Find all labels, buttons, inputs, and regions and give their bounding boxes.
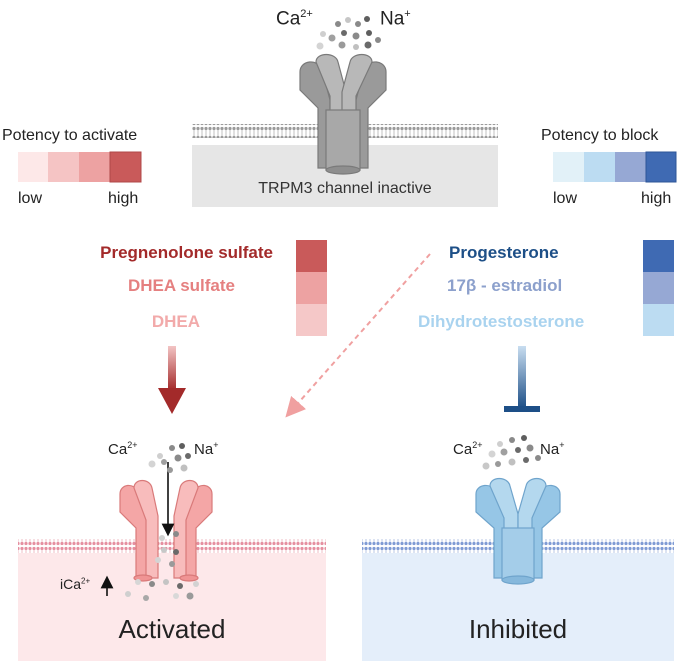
block-legend-title: Potency to block — [541, 127, 659, 144]
trpm3-channel-inactive — [299, 53, 387, 175]
blocker-swatch-dihydrotestosterone — [643, 304, 674, 336]
dashed-activation-arrow — [285, 253, 431, 418]
blocker-swatch-progesterone — [643, 240, 674, 272]
membrane-activated — [18, 539, 326, 553]
block-swatch-2 — [584, 152, 615, 182]
blocker-swatches — [643, 240, 674, 336]
inhibited-ion-label-sodium: Na+ — [540, 440, 564, 458]
activator-swatch-pregnenolone-sulfate — [296, 240, 327, 272]
activated-state-label: Activated — [118, 614, 226, 644]
activator-swatch-dhea-sulfate — [296, 272, 327, 304]
ion-symbol: Na — [540, 441, 560, 458]
ion-symbol: Ca — [108, 441, 128, 458]
top-ion-label-sodium: Na+ — [380, 8, 411, 30]
inhibition-bar-arrow — [504, 346, 540, 412]
ion-charge: + — [213, 440, 219, 450]
ion-symbol: Ca — [276, 8, 301, 30]
inhibited-panel — [362, 435, 674, 661]
inhibited-state-label: Inhibited — [468, 614, 568, 644]
activator-swatches — [296, 240, 327, 336]
activated-ion-label-calcium: Ca2+ — [108, 440, 137, 458]
activate-swatch-1 — [18, 152, 48, 182]
ion-symbol: Na — [194, 441, 214, 458]
activate-legend-title: Potency to activate — [2, 127, 138, 144]
ion-charge: 2+ — [300, 8, 313, 20]
ion-charge: + — [404, 8, 411, 20]
activate-legend-high: high — [108, 190, 139, 207]
trpm3-channel-inhibited — [475, 477, 561, 585]
ion-symbol: Na — [380, 8, 405, 30]
blocker-estradiol: 17β - estradiol — [447, 276, 563, 295]
activate-legend-swatches — [18, 151, 142, 183]
activated-panel — [18, 443, 326, 661]
inactive-channel-panel — [192, 16, 498, 207]
block-swatch-1 — [553, 152, 584, 182]
activator-pregnenolone-sulfate: Pregnenolone sulfate — [100, 243, 273, 262]
activate-swatch-3 — [79, 152, 110, 182]
cytoplasm-region-activated — [18, 553, 326, 661]
activation-arrow — [158, 346, 186, 414]
blocker-progesterone: Progesterone — [449, 243, 559, 262]
block-swatch-4 — [645, 151, 677, 183]
block-legend-swatches — [553, 151, 677, 183]
current-symbol: iCa — [60, 576, 82, 592]
top-ion-label-calcium: Ca2+ — [276, 8, 313, 30]
activator-dhea-sulfate: DHEA sulfate — [127, 276, 235, 295]
ion-charge: + — [559, 440, 565, 450]
block-swatch-3 — [615, 152, 646, 182]
ion-cluster-activated — [125, 443, 199, 601]
block-legend-low: low — [553, 190, 578, 207]
calcium-current-label: iCa2+ — [60, 576, 90, 592]
current-charge: 2+ — [81, 576, 91, 586]
activate-swatch-4 — [109, 151, 142, 183]
inhibited-ion-label-calcium: Ca2+ — [453, 440, 482, 458]
block-legend-high: high — [641, 190, 672, 207]
activate-swatch-2 — [48, 152, 79, 182]
trpm3-channel-activated — [119, 479, 213, 582]
ion-cluster-top — [316, 16, 381, 50]
blocker-swatch-estradiol — [643, 272, 674, 304]
ion-charge: 2+ — [472, 440, 483, 450]
ion-cluster-inhibited — [482, 435, 541, 470]
activate-legend-low: low — [18, 190, 43, 207]
activated-ion-label-sodium: Na+ — [194, 440, 218, 458]
activator-swatch-dhea — [296, 304, 327, 336]
ion-symbol: Ca — [453, 441, 473, 458]
inactive-channel-label: TRPM3 channel inactive — [258, 180, 432, 197]
blocker-dihydrotestosterone: Dihydrotestosterone — [418, 312, 585, 331]
ion-charge: 2+ — [127, 440, 138, 450]
activator-dhea: DHEA — [151, 312, 200, 331]
